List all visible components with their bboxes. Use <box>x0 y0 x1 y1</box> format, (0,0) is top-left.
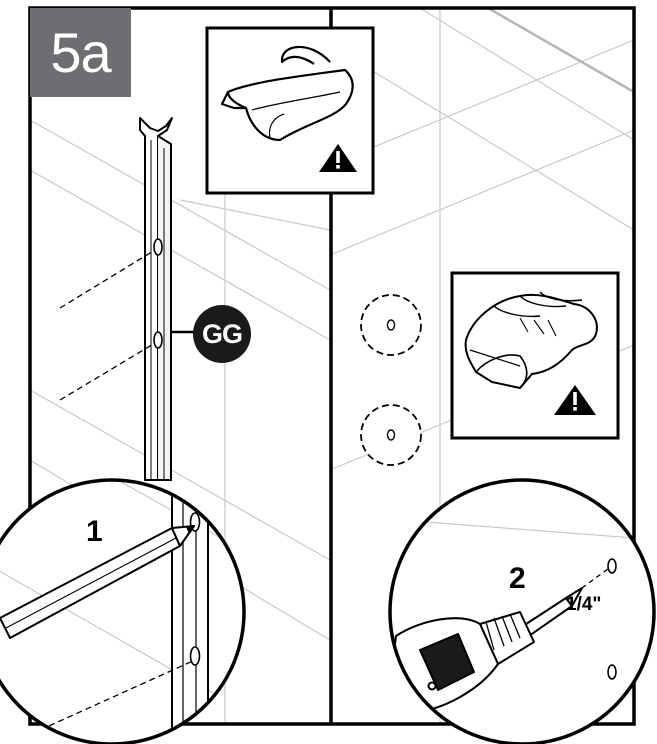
drill-size-label: 1/4" <box>566 594 602 615</box>
safety-glasses-callout <box>205 26 375 195</box>
safety-glasses-icon <box>220 45 354 142</box>
pencil-icon <box>0 525 195 639</box>
track-rail-detail <box>171 480 209 744</box>
work-gloves-callout <box>450 271 620 440</box>
drill-icon <box>393 587 583 713</box>
warning-icon <box>319 144 357 172</box>
warning-icon <box>554 385 596 415</box>
hole-guide-lines <box>59 249 156 401</box>
ceiling-line <box>487 6 635 94</box>
detail-circle-pencil <box>0 478 246 744</box>
part-label-badge: GG <box>193 305 251 363</box>
step1-callout: 1 <box>86 515 103 548</box>
work-gloves-icon <box>464 291 598 389</box>
step-number-badge: 5a <box>30 8 131 97</box>
step2-callout: 2 <box>509 562 526 595</box>
detail-circle-drill <box>388 478 656 744</box>
track-rail-icon <box>139 117 173 481</box>
hole-marks <box>360 294 422 466</box>
